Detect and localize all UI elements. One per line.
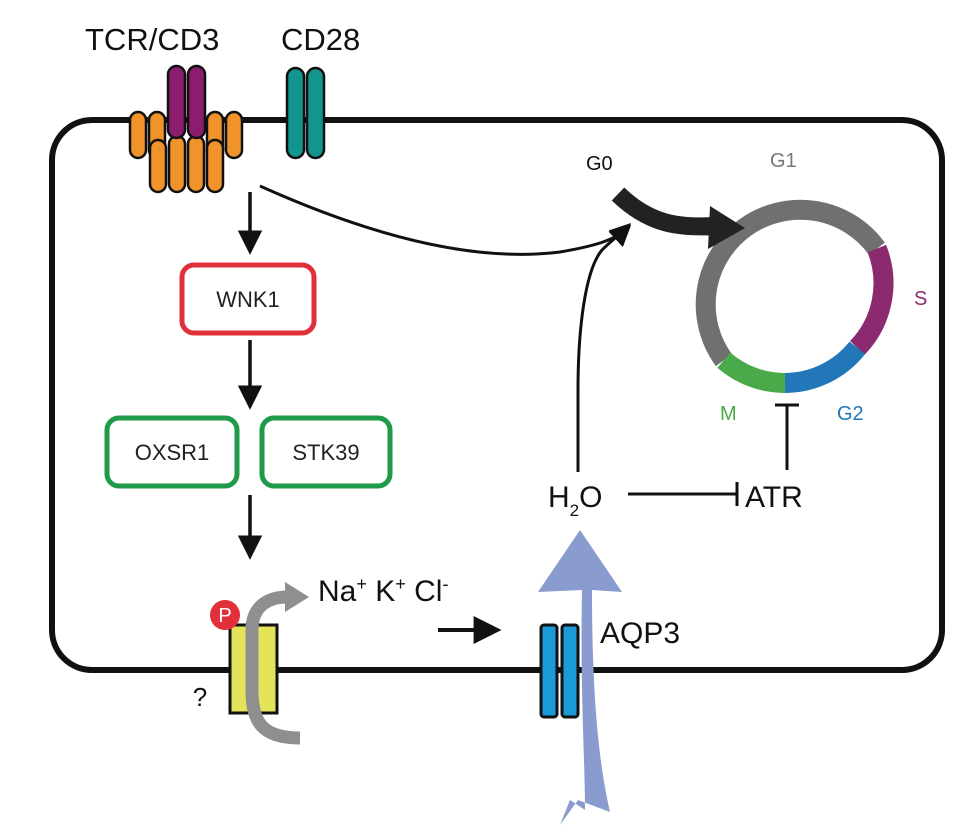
arrow-tcr-to-g0 [259, 184, 632, 256]
k-label: K [375, 575, 395, 608]
s-arc [849, 244, 894, 355]
ion-gap [367, 575, 375, 608]
ion-gap [406, 575, 414, 608]
water-label: H2O [548, 481, 602, 520]
g2-arc [784, 341, 866, 393]
g2-label: G2 [837, 403, 864, 425]
tcr-cd3-complex [128, 64, 244, 194]
water-influx-arrow [538, 530, 622, 825]
stk39-label: STK39 [292, 440, 359, 465]
phospho-label: P [218, 605, 231, 627]
m-label: M [720, 403, 737, 425]
ion-flow-arrow [245, 590, 301, 745]
atr-label: ATR [745, 481, 803, 514]
g0-entry-arrow [611, 187, 716, 236]
cl-charge: - [442, 574, 448, 594]
aqp3-label: AQP3 [600, 617, 680, 650]
na-charge: + [356, 574, 367, 594]
water-o: O [579, 481, 602, 514]
g0-label: G0 [586, 153, 613, 175]
stk39-box [259, 415, 393, 489]
cd28-label: CD28 [281, 22, 360, 57]
water-h: H [548, 481, 570, 514]
aqp3-channel [539, 623, 580, 719]
ion-flow-arrowhead [285, 582, 309, 612]
unknown-transporter-label: ? [193, 682, 207, 712]
oxsr1-label: OXSR1 [135, 440, 210, 465]
wnk1-label: WNK1 [216, 287, 280, 312]
cell-membrane [49, 117, 945, 673]
oxsr1-box [104, 415, 240, 489]
cell-cycle-ring [695, 199, 894, 394]
arrow-water-to-g0 [576, 223, 631, 472]
s-label: S [914, 288, 927, 310]
water-subscript: 2 [570, 501, 579, 520]
k-charge: + [395, 574, 406, 594]
m-arc [717, 352, 786, 394]
g0-entry-arrowhead [708, 206, 745, 249]
tcr-cd3-label: TCR/CD3 [85, 22, 219, 57]
ions-label: Na+ K+ Cl- [318, 574, 448, 608]
wnk1-box [179, 262, 317, 336]
g1-label: G1 [770, 150, 797, 172]
phospho-badge [210, 600, 240, 630]
na-label: Na [318, 575, 357, 608]
cl-label: Cl [414, 575, 442, 608]
cd28-receptor [285, 66, 326, 160]
